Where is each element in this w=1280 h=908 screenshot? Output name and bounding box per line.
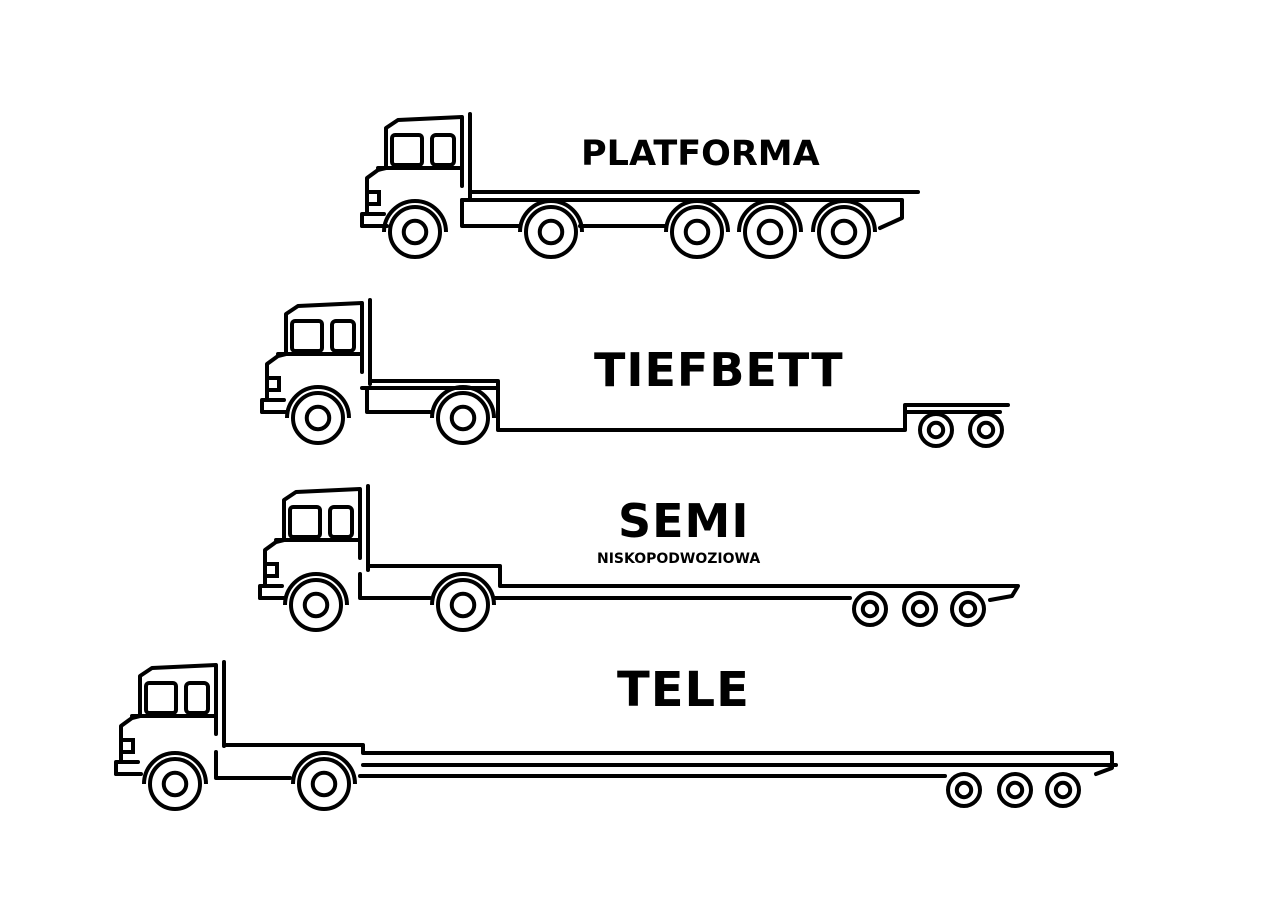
wheel-trailer-2 — [902, 591, 938, 627]
platform-frame — [460, 198, 904, 230]
fender-rear — [430, 572, 496, 606]
windshield — [144, 681, 178, 715]
wheel-front — [291, 391, 345, 445]
wheel-trailer-3 — [950, 591, 986, 627]
wheel-trailer-1 — [852, 591, 888, 627]
semi-deck — [366, 564, 1020, 602]
semi-label: SEMI — [618, 494, 750, 548]
fender-front — [283, 572, 349, 606]
bumper — [258, 584, 284, 600]
fender-front — [382, 199, 448, 233]
truck-tiefbett — [260, 298, 1010, 448]
bumper — [260, 398, 286, 414]
headlight — [263, 562, 279, 578]
tele-deck — [222, 743, 1114, 776]
wheel-rear — [436, 391, 490, 445]
fender-rear2 — [664, 199, 730, 233]
cab-outline — [365, 115, 464, 216]
cab — [258, 484, 370, 600]
fender-rear — [430, 385, 496, 419]
headlight — [265, 376, 281, 392]
side-window — [328, 505, 354, 539]
wheel-rear — [436, 578, 490, 632]
cab-outline — [263, 487, 362, 588]
tiefbett-label: TIEFBETT — [594, 343, 844, 397]
wheel-trailer-1 — [946, 772, 982, 808]
wheel-rear1 — [524, 205, 578, 259]
truck-tele — [114, 660, 1118, 811]
side-window — [184, 681, 210, 715]
tractor-chassis — [358, 572, 432, 600]
fender-rear4 — [811, 199, 877, 233]
bumper — [114, 760, 140, 776]
side-window — [430, 133, 456, 167]
wheel-trailer-3 — [1045, 772, 1081, 808]
cab-outline — [119, 663, 218, 764]
windshield — [290, 319, 324, 353]
wheel-front — [388, 205, 442, 259]
wheel-trailer-2 — [997, 772, 1033, 808]
lowbed-deck — [368, 379, 1010, 432]
wheel-trailer-2 — [968, 412, 1004, 448]
side-window — [330, 319, 356, 353]
wheel-rear — [297, 757, 351, 811]
semi-sublabel: NISKOPODWOZIOWA — [597, 551, 761, 567]
cab — [360, 112, 472, 228]
wheel-front — [148, 757, 202, 811]
fender-front — [142, 751, 208, 785]
windshield — [390, 133, 424, 167]
wheel-trailer-1 — [918, 412, 954, 448]
truck-platforma — [360, 112, 920, 259]
windshield — [288, 505, 322, 539]
wheel-rear2 — [670, 205, 724, 259]
cab — [114, 660, 226, 776]
wheel-rear3 — [743, 205, 797, 259]
cab — [260, 298, 372, 414]
platform-chassis — [460, 198, 522, 228]
fender-rear3 — [737, 199, 803, 233]
fender-rear1 — [518, 199, 584, 233]
fender-rear — [291, 751, 357, 785]
platforma-label: PLATFORMA — [581, 134, 820, 174]
wheel-front — [289, 578, 343, 632]
fender-front — [285, 385, 351, 419]
bumper — [360, 212, 386, 228]
tractor-chassis — [365, 386, 432, 414]
cab-outline — [265, 301, 364, 402]
headlight — [365, 190, 381, 206]
headlight — [119, 738, 135, 754]
tractor-chassis — [214, 750, 292, 780]
wheel-rear4 — [817, 205, 871, 259]
truck-semi — [258, 484, 1020, 632]
tele-label: TELE — [617, 662, 750, 718]
